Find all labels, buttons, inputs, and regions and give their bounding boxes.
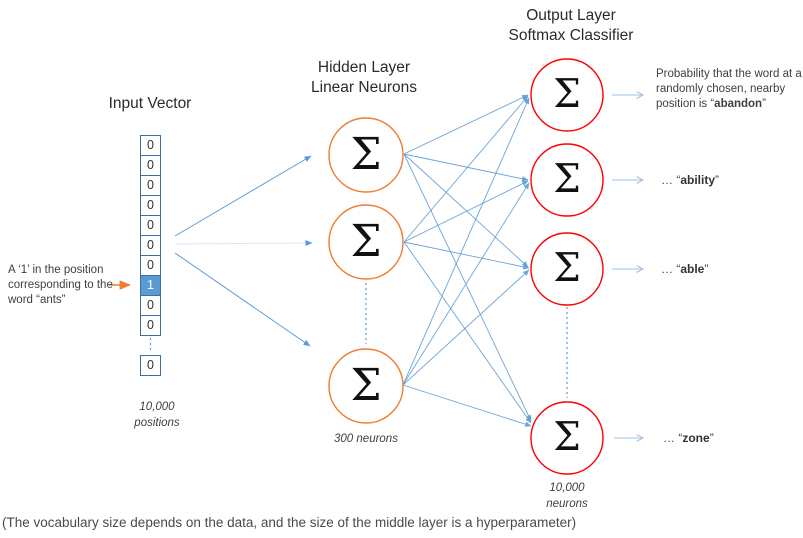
input-layer-title: Input Vector bbox=[90, 94, 210, 114]
probability-line2: randomly chosen, nearby bbox=[656, 82, 786, 95]
input-cell: 0 bbox=[140, 255, 161, 276]
one-hot-annotation-line3: word “ants” bbox=[8, 293, 66, 306]
output-neuron-circle-1 bbox=[530, 58, 604, 132]
output-count-line2: neurons bbox=[546, 497, 588, 510]
input-cell: 0 bbox=[140, 195, 161, 216]
output-word: able bbox=[680, 262, 705, 276]
output-word-label: … “zone” bbox=[663, 431, 714, 445]
input-cell: 0 bbox=[140, 235, 161, 256]
probability-line3-prefix: position is “ bbox=[656, 97, 715, 110]
output-label-arrows bbox=[612, 95, 643, 438]
output-word-suffix: ” bbox=[709, 431, 714, 445]
hidden-neuron-circle-1 bbox=[328, 117, 404, 193]
hidden-neuron-circle-2 bbox=[328, 204, 404, 280]
input-cell: 0 bbox=[140, 155, 161, 176]
hidden-to-output-connections bbox=[402, 94, 532, 427]
input-cell: 0 bbox=[140, 315, 161, 336]
output-neuron-circle-4 bbox=[530, 401, 604, 475]
input-layer-title-text: Input Vector bbox=[108, 95, 192, 112]
input-cell: 0 bbox=[140, 135, 161, 156]
input-cell: 1 bbox=[140, 275, 161, 296]
input-cell-last: 0 bbox=[140, 355, 161, 376]
output-layer-title-line1: Output Layer bbox=[526, 7, 616, 24]
input-count-label: 10,000 positions bbox=[112, 400, 202, 431]
one-hot-annotation-line1: A ‘1’ in the position bbox=[8, 264, 104, 276]
probability-word: abandon bbox=[714, 97, 763, 110]
output-word-suffix: ” bbox=[715, 173, 720, 187]
probability-annotation: Probability that the word at a randomly … bbox=[656, 67, 803, 111]
output-word-label: … “ability” bbox=[661, 173, 719, 187]
one-hot-annotation: A ‘1’ in the position corresponding to t… bbox=[8, 263, 128, 307]
hidden-neurons bbox=[328, 117, 404, 424]
output-word-prefix: … “ bbox=[661, 262, 681, 276]
output-word-prefix: … “ bbox=[661, 173, 681, 187]
footer-caption: (The vocabulary size depends on the data… bbox=[2, 515, 577, 530]
input-cell: 0 bbox=[140, 175, 161, 196]
output-word-prefix: … “ bbox=[663, 431, 683, 445]
hidden-layer-title-line2: Linear Neurons bbox=[311, 79, 417, 96]
input-count-line1: 10,000 bbox=[139, 401, 175, 413]
output-count-line1: 10,000 bbox=[549, 482, 585, 494]
dotted-separators bbox=[149, 283, 568, 398]
output-word-suffix: ” bbox=[704, 262, 709, 276]
input-cell: 0 bbox=[140, 215, 161, 236]
hidden-neuron-circle-3 bbox=[328, 348, 404, 424]
output-word-label: … “able” bbox=[661, 262, 708, 276]
output-word: ability bbox=[680, 173, 716, 187]
one-hot-annotation-line2: corresponding to the bbox=[8, 278, 113, 291]
input-vector: 0 0 0 0 0 0 0 1 0 0 bbox=[140, 135, 161, 336]
output-layer-title-line2: Softmax Classifier bbox=[508, 27, 634, 44]
probability-line3-suffix: ” bbox=[762, 97, 766, 110]
probability-line3: position is “abandon” bbox=[656, 97, 803, 112]
output-count-label: 10,000 neurons bbox=[507, 481, 627, 512]
input-cell: 0 bbox=[140, 295, 161, 316]
output-neurons bbox=[530, 58, 604, 475]
hidden-count-label: 300 neurons bbox=[334, 433, 398, 445]
input-to-hidden-connections bbox=[174, 155, 313, 347]
hidden-layer-title: Hidden Layer Linear Neurons bbox=[284, 58, 444, 98]
probability-line1: Probability that the word at a bbox=[656, 68, 802, 80]
output-word: zone bbox=[682, 431, 710, 445]
output-neuron-circle-3 bbox=[530, 232, 604, 306]
output-layer-title: Output Layer Softmax Classifier bbox=[481, 6, 661, 46]
output-neuron-circle-2 bbox=[530, 143, 604, 217]
input-count-line2: positions bbox=[134, 416, 180, 429]
hidden-layer-title-line1: Hidden Layer bbox=[317, 59, 411, 76]
